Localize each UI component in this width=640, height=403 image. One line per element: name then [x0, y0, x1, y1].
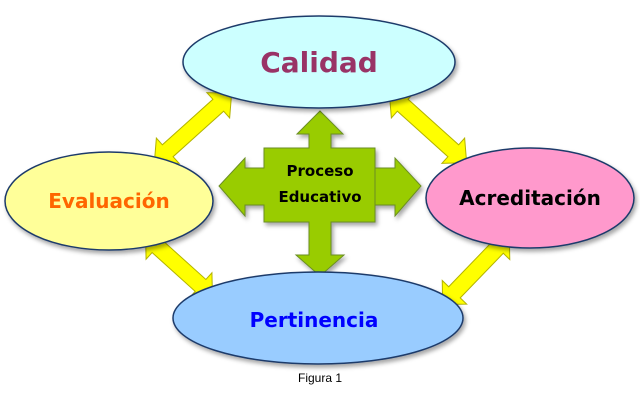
node-pertinencia-label: Pertinencia [250, 308, 379, 332]
node-calidad [182, 15, 456, 109]
figure-caption: Figura 1 [297, 371, 343, 385]
center-label-line1: Proceso [287, 162, 354, 180]
center-label-line2: Educativo [278, 188, 361, 206]
node-acreditacion-label: Acreditación [459, 186, 601, 210]
node-pertinencia [172, 271, 464, 365]
node-evaluacion-label: Evaluación [48, 189, 169, 213]
node-acreditacion [425, 147, 635, 249]
node-evaluacion [4, 151, 214, 251]
node-calidad-label: Calidad [260, 46, 378, 79]
center-four-way-arrow [218, 110, 422, 277]
